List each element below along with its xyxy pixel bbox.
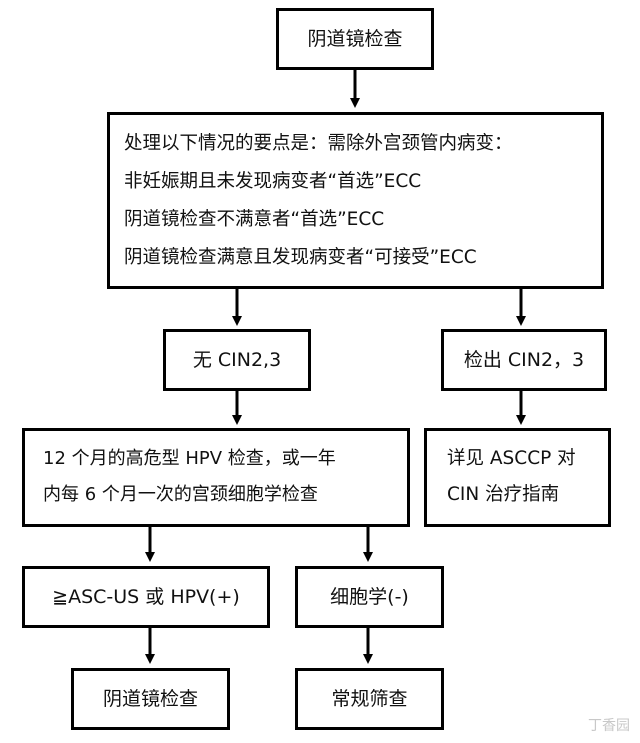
asccp-line-1: 详见 ASCCP 对 (447, 448, 576, 469)
node-colposcopy-start: 阴道镜检查 (276, 8, 434, 70)
node-asccp-guideline: 详见 ASCCP 对 CIN 治疗指南 (424, 428, 611, 527)
node-main-instructions: 处理以下情况的要点是：需除外宫颈管内病变： 非妊娠期且未发现病变者“首选”ECC… (107, 112, 604, 289)
main-line-2: 非妊娠期且未发现病变者“首选”ECC (124, 171, 422, 192)
node-colposcopy-again-label: 阴道镜检查 (102, 687, 198, 710)
followup-line-1: 12 个月的高危型 HPV 检查，或一年 (43, 448, 336, 469)
watermark: 丁香园 (588, 715, 630, 735)
node-followup-testing: 12 个月的高危型 HPV 检查，或一年 内每 6 个月一次的宫颈细胞学检查 (22, 428, 410, 527)
asccp-line-2: CIN 治疗指南 (447, 484, 560, 505)
node-routine-screening: 常规筛查 (295, 668, 444, 730)
node-colposcopy-start-label: 阴道镜检查 (307, 27, 403, 50)
node-cin-detected-label: 检出 CIN2，3 (463, 348, 585, 371)
node-no-cin: 无 CIN2,3 (163, 329, 311, 391)
node-abnormal-result: ≧ASC-US 或 HPV(+) (22, 566, 270, 628)
followup-line-2: 内每 6 个月一次的宫颈细胞学检查 (43, 484, 318, 505)
node-cytology-negative: 细胞学(-) (295, 566, 444, 628)
node-colposcopy-again: 阴道镜检查 (71, 668, 230, 730)
node-routine-screening-label: 常规筛查 (331, 687, 408, 710)
node-cin-detected: 检出 CIN2，3 (441, 329, 607, 391)
main-line-1: 处理以下情况的要点是：需除外宫颈管内病变： (124, 133, 513, 154)
node-no-cin-label: 无 CIN2,3 (192, 348, 282, 371)
node-abnormal-result-label: ≧ASC-US 或 HPV(+) (52, 585, 240, 608)
main-line-3: 阴道镜检查不满意者“首选”ECC (124, 209, 385, 230)
node-cytology-negative-label: 细胞学(-) (330, 585, 409, 608)
main-line-4: 阴道镜检查满意且发现病变者“可接受”ECC (124, 247, 477, 268)
watermark-text: 丁香园 (588, 718, 630, 734)
